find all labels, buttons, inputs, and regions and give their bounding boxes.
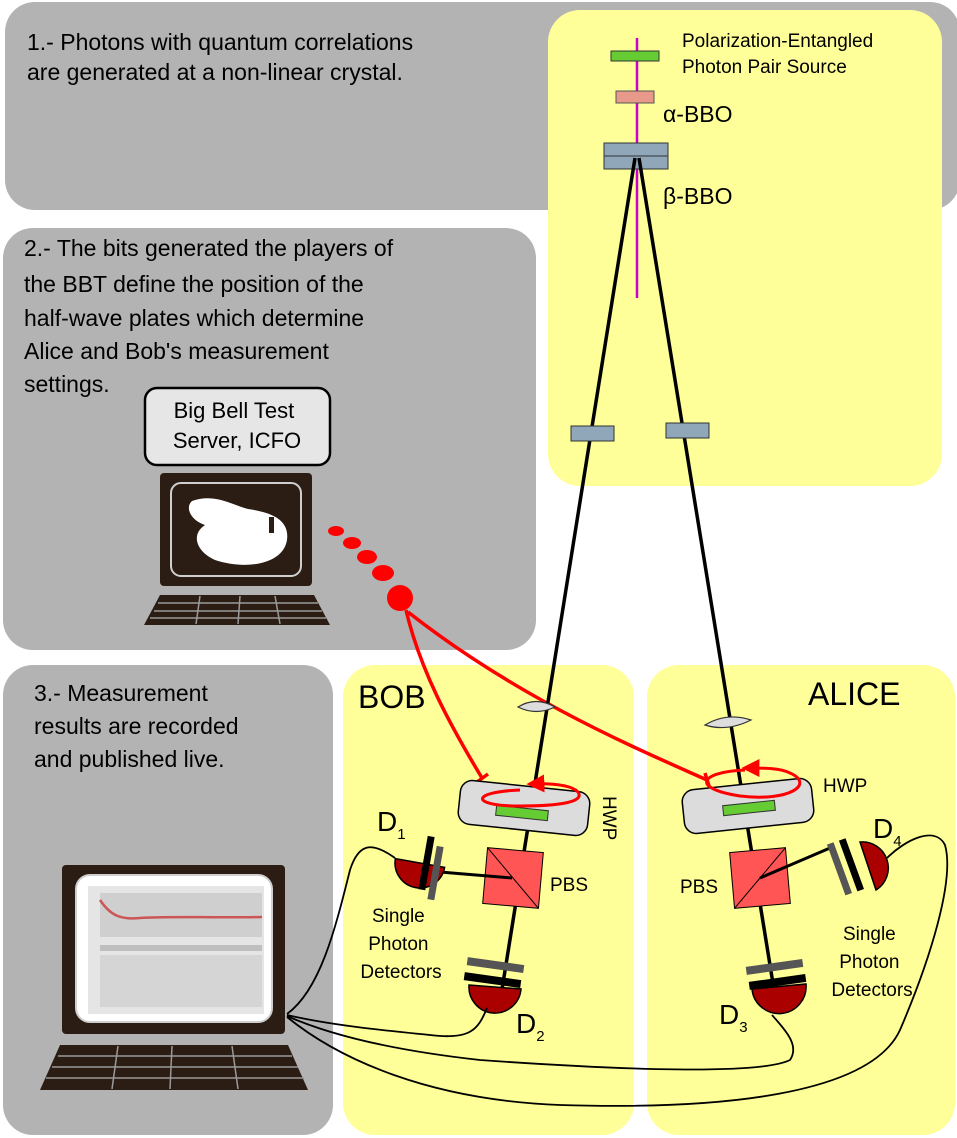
bob-pbs-label: PBS	[550, 875, 588, 896]
bob-detectors-label: Single Photon Detectors	[360, 906, 441, 983]
alice-lens	[703, 716, 753, 729]
alice-detectors-label: Single Photon Detectors	[831, 924, 912, 1001]
alice-name: ALICE	[808, 676, 900, 712]
d2-label: D2	[516, 1008, 545, 1045]
alice-compensator	[665, 422, 710, 439]
alice-panel	[647, 665, 955, 1135]
bob-compensator	[570, 425, 615, 442]
results-computer-icon	[40, 865, 308, 1090]
bob-pbs	[482, 847, 544, 909]
bob-name: BOB	[358, 679, 426, 715]
step1-text: 1.- Photons with quantum correlations ar…	[27, 29, 419, 85]
beta-bbo-label: β-BBO	[663, 183, 732, 209]
alice-hwp-label: HWP	[823, 776, 867, 797]
detector-d4	[826, 838, 889, 896]
source-label: Polarization-Entangled Photon Pair Sourc…	[682, 31, 878, 78]
alice-pbs-label: PBS	[680, 877, 718, 898]
alpha-bbo-crystal	[615, 90, 655, 104]
source-panel	[548, 10, 942, 486]
detector-d2	[463, 957, 525, 1014]
step3-text: 3.- Measurement results are recorded and…	[34, 680, 245, 772]
server-label-box	[143, 386, 332, 467]
d4-label: D4	[873, 813, 902, 850]
bob-hwp-label: HWP	[598, 796, 619, 840]
detector-d3	[745, 959, 807, 1015]
detector-cables	[286, 834, 949, 1107]
source-crystal	[610, 50, 660, 62]
server-computer-icon	[144, 473, 330, 625]
bob-rotation-arrow	[481, 774, 581, 808]
detector-d1	[394, 835, 446, 901]
signal-dots	[328, 526, 413, 611]
server-label: Big Bell Test Server, ICFO	[173, 398, 301, 453]
d1-label: D1	[377, 806, 406, 843]
bob-lens	[516, 700, 557, 713]
alice-hwp	[681, 777, 815, 835]
alpha-bbo-label: α-BBO	[663, 101, 733, 127]
alice-rotation-arrow	[705, 759, 802, 799]
d3-label: D3	[719, 999, 748, 1036]
step2-text: 2.- The bits generated the players of th…	[24, 235, 399, 397]
